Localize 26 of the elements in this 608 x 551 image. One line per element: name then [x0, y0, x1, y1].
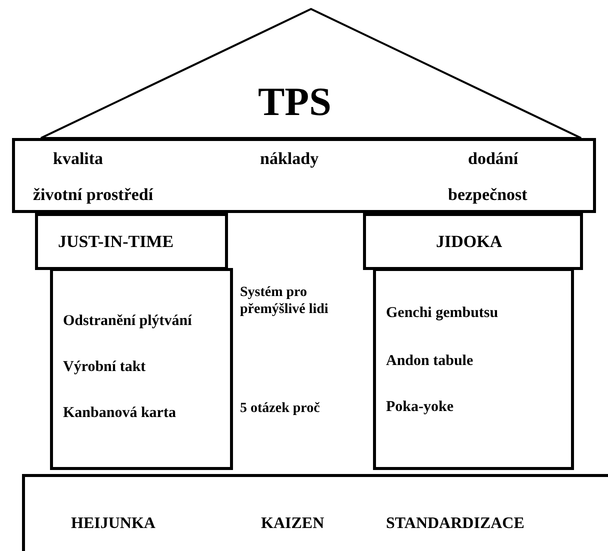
item-text: Kanbanová karta	[63, 405, 176, 422]
note-text: 5 otázek proč	[240, 400, 321, 417]
note-text: Systém pro přemýšlivé lidi	[240, 284, 330, 318]
pillar-box	[50, 268, 233, 470]
item-text: životní prostředí	[33, 185, 154, 205]
header-text: JIDOKA	[436, 232, 502, 252]
header-text: JUST-IN-TIME	[58, 232, 174, 252]
item-text: Odstranění plýtvání	[63, 313, 192, 330]
item-text: bezpečnost	[448, 185, 528, 205]
title-text: TPS	[258, 78, 332, 125]
item-text: náklady	[260, 149, 319, 169]
beam-box	[12, 138, 596, 213]
roof-triangle	[40, 8, 582, 138]
item-text: dodání	[468, 149, 518, 169]
item-text: Výrobní takt	[63, 359, 146, 376]
item-text: Poka-yoke	[386, 399, 454, 416]
item-text: Genchi gembutsu	[386, 305, 498, 322]
item-text: KAIZEN	[261, 515, 324, 533]
item-text: HEIJUNKA	[71, 515, 156, 533]
pillar-box	[373, 268, 574, 470]
foundation-box	[22, 474, 608, 551]
item-text: kvalita	[53, 149, 104, 169]
header-box	[35, 213, 228, 270]
item-text: STANDARDIZACE	[386, 515, 524, 533]
header-box	[363, 213, 583, 270]
item-text: Andon tabule	[386, 353, 474, 370]
